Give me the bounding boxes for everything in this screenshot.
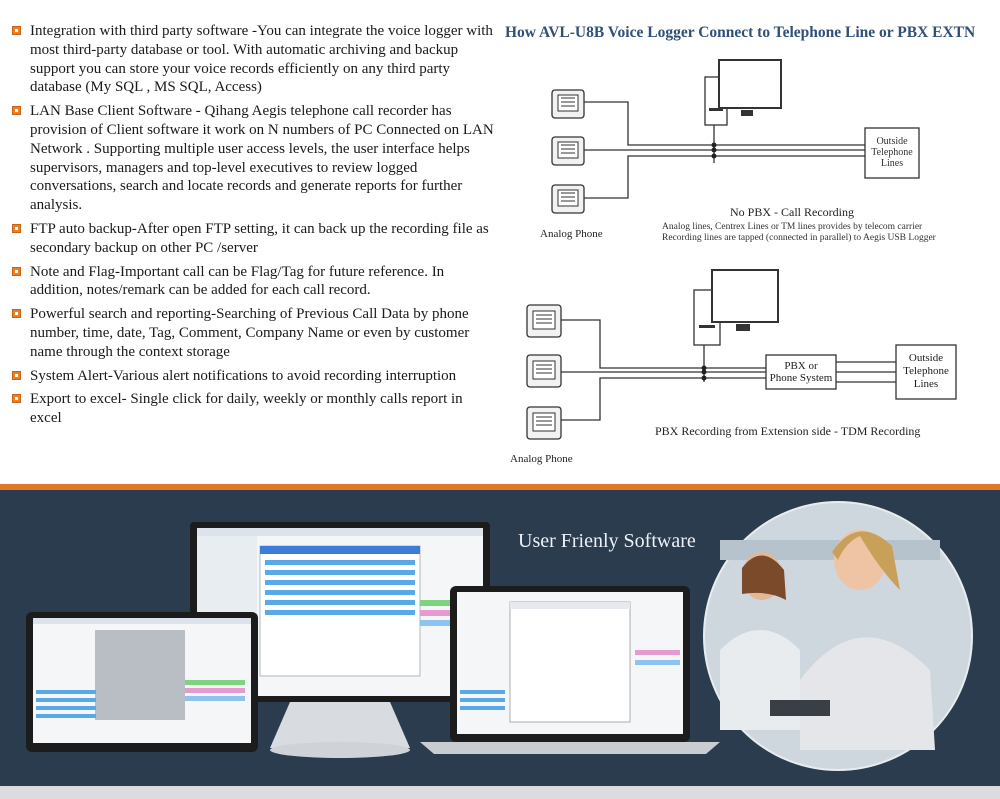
feature-item: System Alert-Various alert notifications… — [10, 367, 495, 386]
bullet-icon — [12, 394, 21, 404]
feature-item: Powerful search and reporting-Searching … — [10, 305, 495, 361]
phone-icon — [551, 89, 585, 119]
diagram-title: How AVL-U8B Voice Logger Connect to Tele… — [505, 24, 976, 41]
feature-text: Export to excel- Single click for daily,… — [30, 391, 463, 427]
feature-item: Export to excel- Single click for daily,… — [10, 390, 495, 428]
banner-artwork — [26, 501, 973, 771]
phone-icon — [551, 184, 585, 214]
diagram-caption: No PBX - Call Recording — [730, 205, 854, 219]
feature-item: Integration with third party software -Y… — [10, 22, 495, 97]
pbx-box — [765, 354, 837, 390]
outside-lines-box — [864, 127, 920, 179]
bullet-icon — [12, 26, 21, 35]
orange-divider — [0, 484, 1000, 490]
wire — [584, 101, 890, 146]
phone-label: Analog Phone — [510, 453, 573, 465]
phone-label: Analog Phone — [540, 228, 603, 240]
feature-text: Note and Flag-Important call can be Flag… — [30, 263, 445, 299]
bullet-icon — [12, 266, 21, 276]
feature-item: Note and Flag-Important call can be Flag… — [10, 263, 495, 301]
call-center-photo — [703, 501, 973, 771]
feature-text: System Alert-Various alert notifications… — [30, 367, 457, 384]
bullet-icon — [12, 223, 21, 233]
feature-text: Powerful search and reporting-Searching … — [30, 306, 470, 360]
connection-diagram — [526, 59, 957, 440]
computer-icon — [704, 59, 782, 126]
computer-icon — [693, 269, 779, 346]
feature-item: FTP auto backup-After open FTP setting, … — [10, 220, 495, 258]
feature-text: LAN Base Client Software - Qihang Aegis … — [30, 103, 494, 214]
wire — [560, 319, 766, 369]
diagram-caption: PBX Recording from Extension side - TDM … — [655, 424, 921, 438]
diagram-note: Analog lines, Centrex Lines or TM lines … — [662, 222, 936, 243]
phone-icon — [526, 354, 562, 388]
feature-text: FTP auto backup-After open FTP setting, … — [30, 220, 489, 256]
phone-icon — [526, 304, 562, 338]
software-banner — [0, 490, 1000, 786]
wire — [584, 155, 890, 199]
laptop-image — [26, 612, 258, 752]
footer-strip — [0, 786, 1000, 799]
feature-list: Integration with third party software -Y… — [10, 22, 495, 433]
feature-item: LAN Base Client Software - Qihang Aegis … — [10, 102, 495, 215]
feature-text: Integration with third party software -Y… — [30, 23, 493, 96]
bullet-icon — [12, 370, 21, 380]
bullet-icon — [12, 309, 21, 319]
phone-icon — [526, 406, 562, 440]
banner-title: User Frienly Software — [518, 530, 696, 552]
laptop-image — [420, 586, 720, 754]
outside-lines-box — [895, 344, 957, 400]
wire — [560, 377, 766, 421]
phone-icon — [551, 136, 585, 166]
bullet-icon — [12, 106, 21, 116]
